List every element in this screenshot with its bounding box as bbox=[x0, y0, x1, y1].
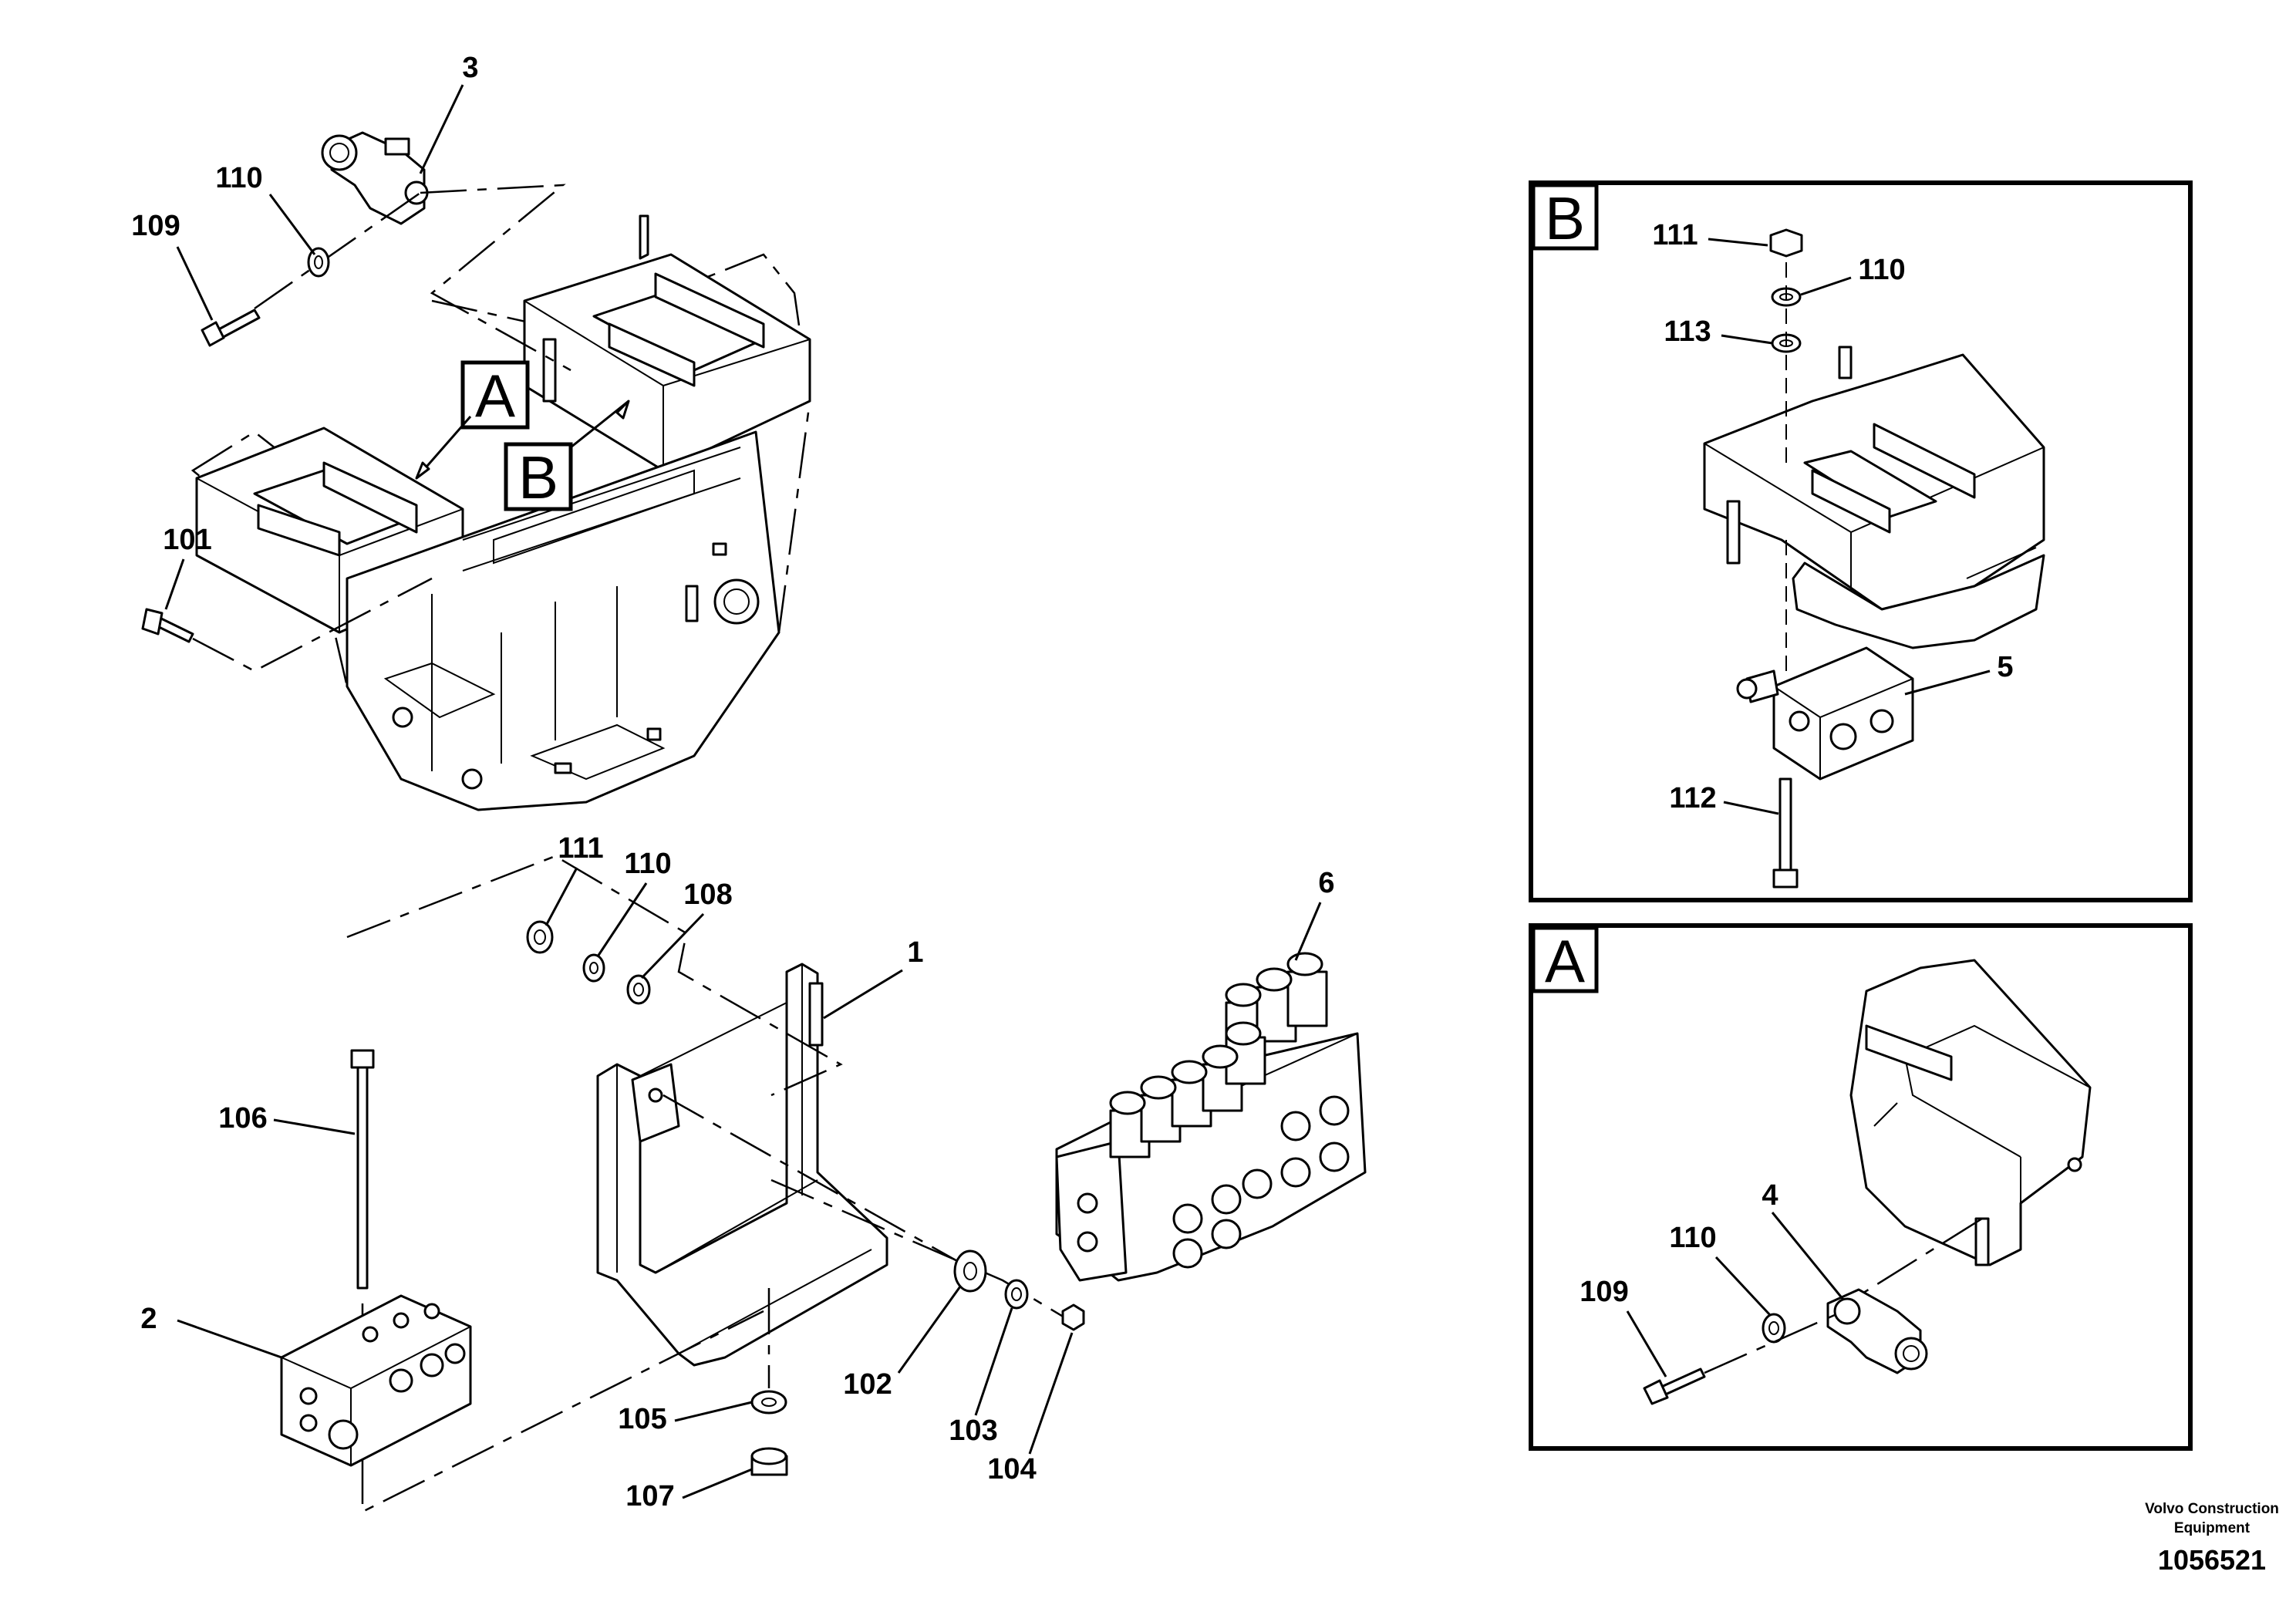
detail-b-title: B bbox=[1545, 184, 1585, 252]
bolt-106 bbox=[350, 1049, 375, 1290]
washer-110-mid bbox=[582, 953, 605, 983]
view-tag-b-letter: B bbox=[518, 443, 558, 511]
callout-2: 2 bbox=[140, 1303, 157, 1335]
callout-4-detail-a: 4 bbox=[1762, 1179, 1778, 1212]
callout-103: 103 bbox=[949, 1415, 997, 1447]
washer-102 bbox=[953, 1249, 987, 1293]
view-tag-b: B bbox=[504, 400, 630, 511]
manufacturer-credit-line1: Volvo Construction bbox=[2145, 1501, 2279, 1517]
valve-fitting-3 bbox=[321, 131, 429, 225]
callout-102: 102 bbox=[843, 1368, 892, 1401]
control-valve-6 bbox=[1055, 952, 1367, 1282]
callout-111-mid: 111 bbox=[558, 832, 603, 865]
callout-111-detail-b: 111 bbox=[1652, 219, 1698, 251]
callout-110-detail-a: 110 bbox=[1669, 1222, 1716, 1254]
callout-107: 107 bbox=[625, 1480, 674, 1512]
washer-105 bbox=[750, 1390, 787, 1415]
callout-101: 101 bbox=[163, 524, 211, 556]
callout-5-detail-b: 5 bbox=[1997, 651, 2013, 683]
callout-113-detail-b: 113 bbox=[1664, 315, 1711, 348]
drawing-footer: Volvo Construction Equipment 1056521 bbox=[2145, 1501, 2279, 1576]
callout-110-top: 110 bbox=[215, 162, 262, 194]
callout-109-top: 109 bbox=[131, 210, 180, 242]
detail-view-b: B 111 110 113 bbox=[1529, 180, 2193, 902]
manufacturer-credit-line2: Equipment bbox=[2174, 1520, 2250, 1536]
nut-104 bbox=[1061, 1303, 1085, 1331]
callout-108: 108 bbox=[683, 878, 732, 911]
drawing-number: 1056521 bbox=[2158, 1544, 2266, 1576]
nut-107 bbox=[750, 1447, 788, 1476]
view-tag-a-letter: A bbox=[475, 362, 515, 430]
washer-110-top bbox=[307, 247, 330, 278]
callout-1: 1 bbox=[907, 936, 923, 969]
callout-6: 6 bbox=[1318, 867, 1334, 899]
manifold-block-2 bbox=[280, 1294, 472, 1467]
bolt-109-top bbox=[201, 309, 261, 347]
callout-112-detail-b: 112 bbox=[1669, 782, 1716, 814]
detail-view-a: A 4 110 109 bbox=[1529, 923, 2193, 1451]
detail-a-title: A bbox=[1545, 927, 1585, 995]
callout-106: 106 bbox=[218, 1102, 267, 1135]
bolt-101 bbox=[141, 608, 194, 643]
callout-110-mid: 110 bbox=[624, 848, 671, 880]
main-callouts: 3 110 109 101 111 110 108 1 6 106 2 105 … bbox=[131, 52, 1334, 1512]
washer-108 bbox=[626, 974, 651, 1005]
callout-104: 104 bbox=[987, 1453, 1036, 1485]
callout-105: 105 bbox=[618, 1403, 666, 1435]
washer-103 bbox=[1004, 1279, 1029, 1310]
callout-3: 3 bbox=[462, 52, 478, 84]
frame-assembly bbox=[190, 214, 811, 811]
callout-109-detail-a: 109 bbox=[1580, 1276, 1628, 1308]
bracket-1 bbox=[596, 963, 888, 1367]
callout-110-detail-b: 110 bbox=[1858, 254, 1905, 286]
view-tag-a: A bbox=[415, 360, 530, 480]
nut-111-mid bbox=[526, 920, 554, 954]
